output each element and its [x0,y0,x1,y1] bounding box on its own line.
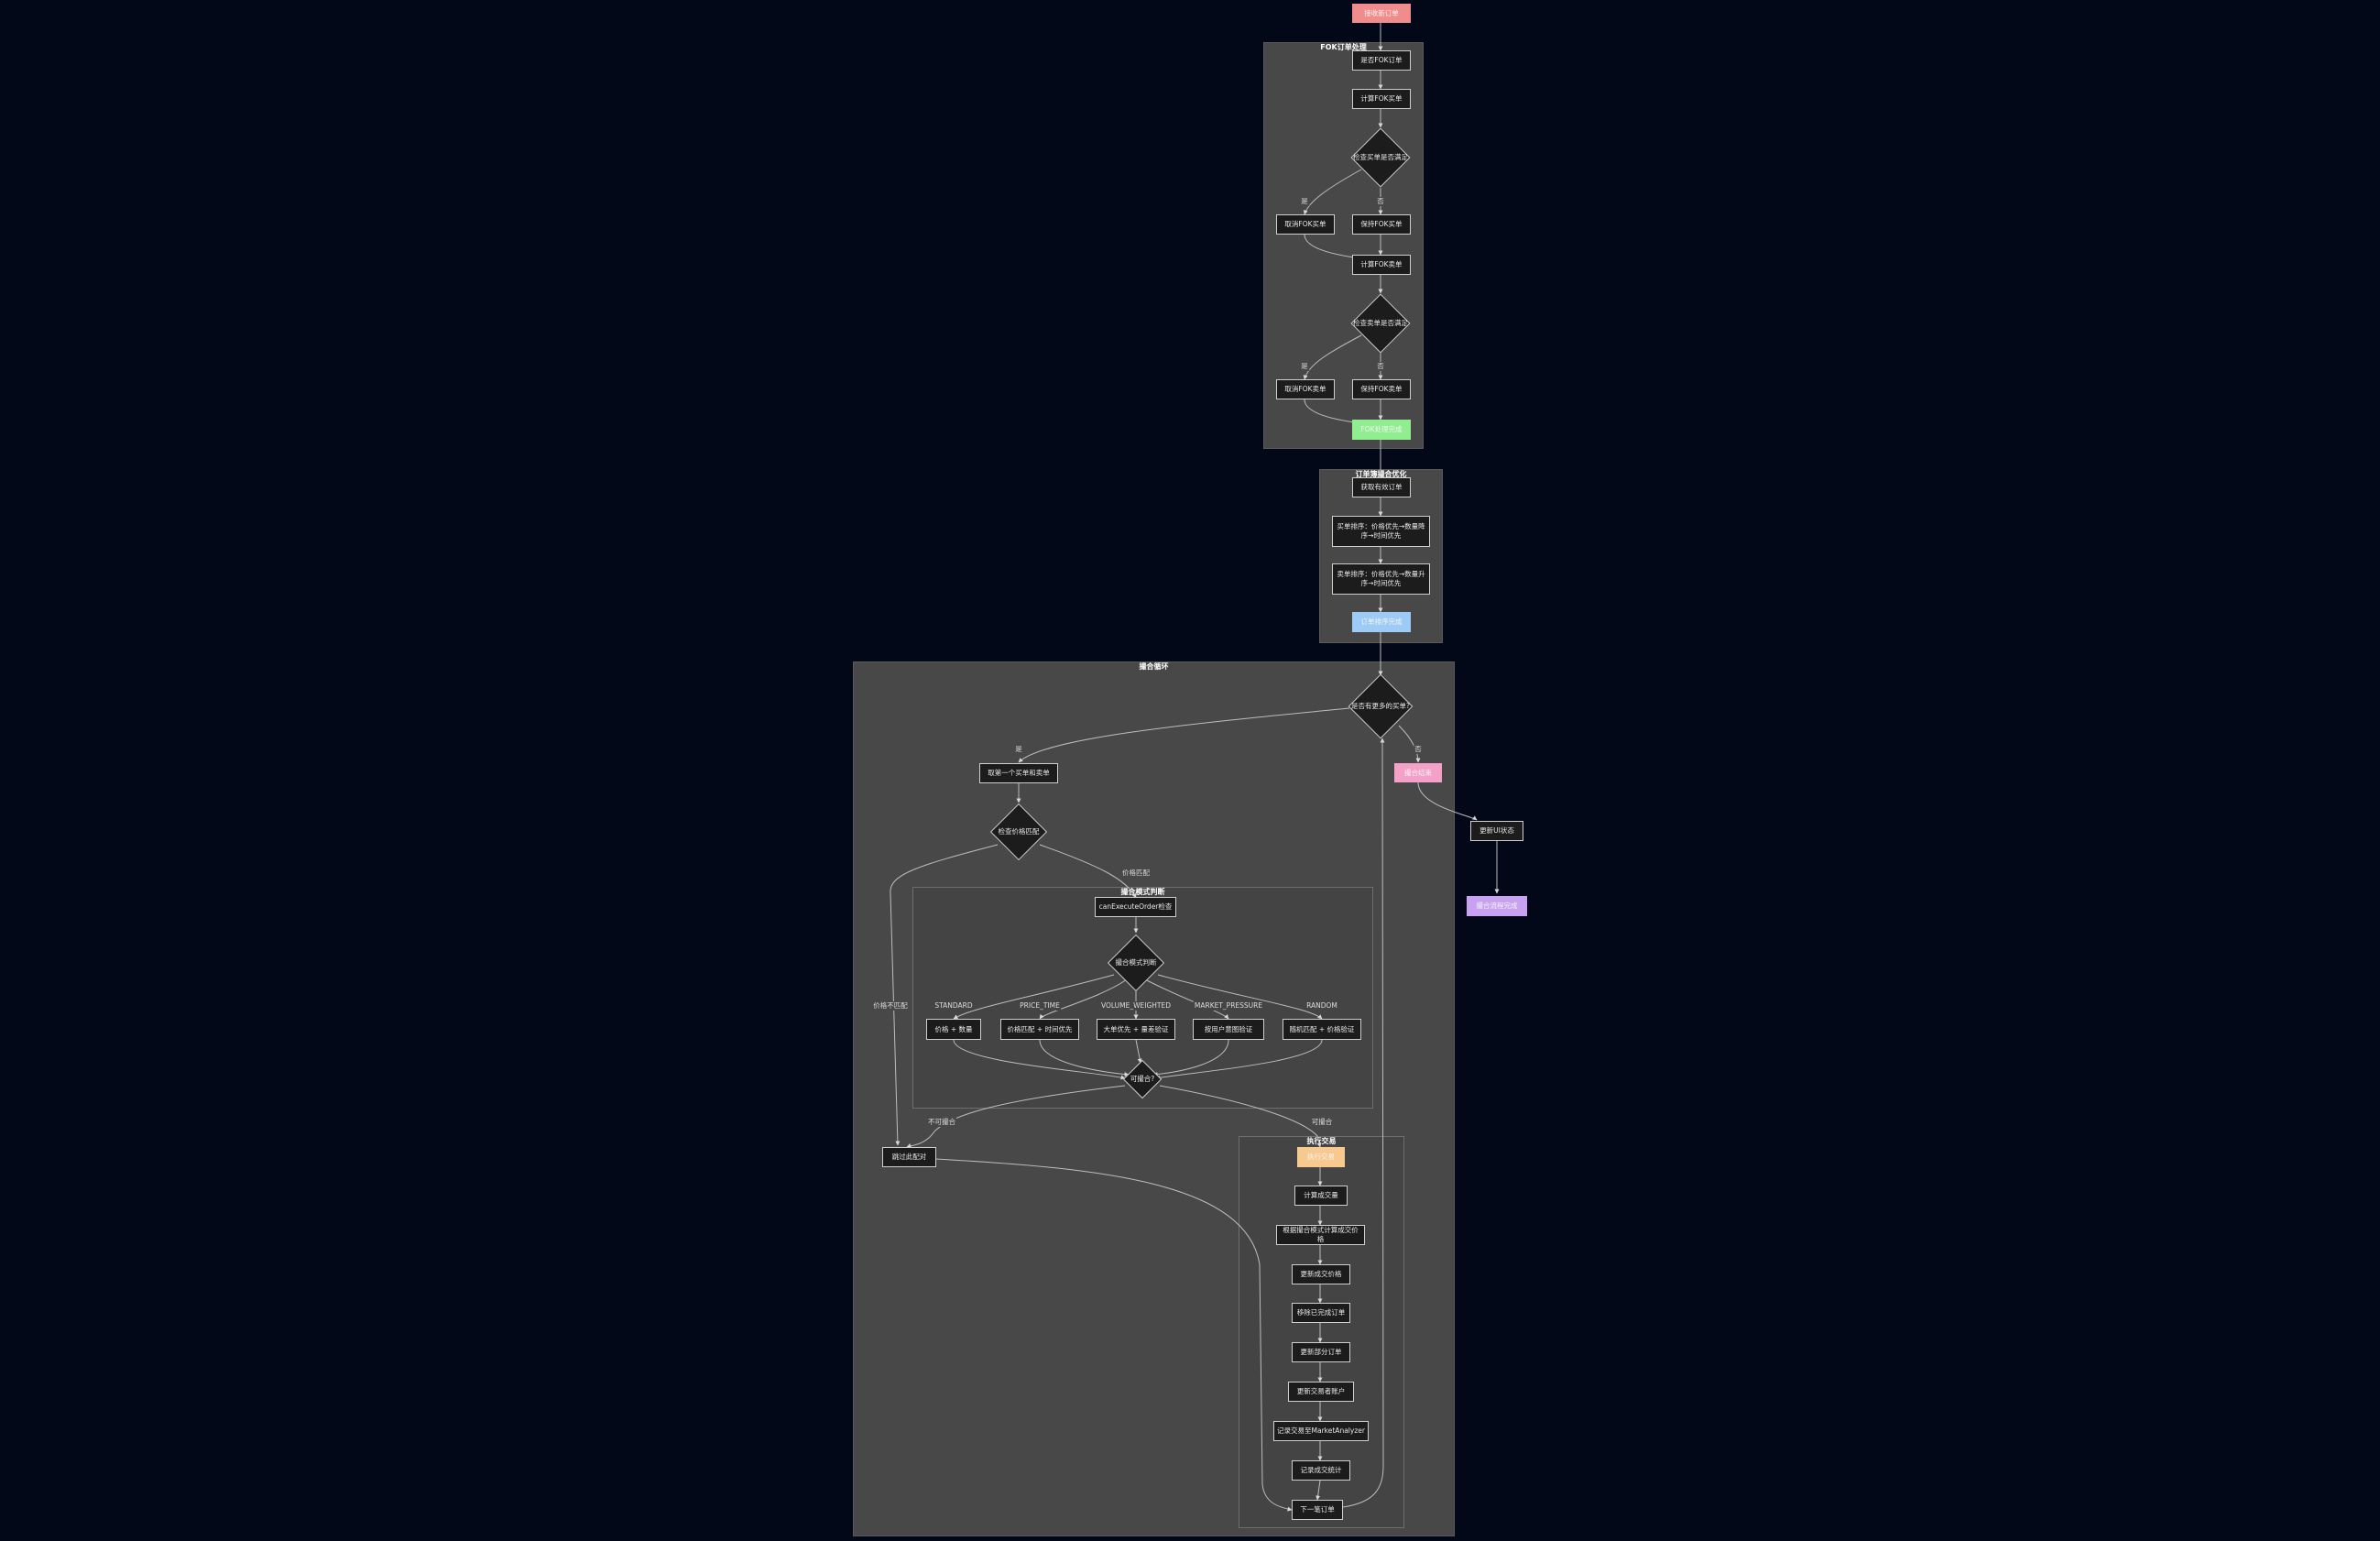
edge-label-fok-yes1: 是 [1300,197,1309,206]
can-match-diamond: 可撮合? [1119,1058,1165,1100]
edge-label-cannot-match: 不可撮合 [927,1118,956,1127]
can-exec-node: canExecuteOrder检查 [1095,897,1176,917]
update-book-node: 更新成交价格 [1292,1264,1350,1284]
start-node: 接收新订单 [1352,4,1411,23]
price-check-diamond: 检查价格匹配 [986,803,1052,861]
fok-keep2-node: 保持FOK卖单 [1352,379,1411,399]
get-orders-node: 获取有效订单 [1352,477,1411,497]
next-order-node: 下一笔订单 [1292,1500,1343,1520]
cluster-mode-title: 撮合模式判断 [1120,888,1165,896]
edge-label-fok-no1: 否 [1376,197,1385,206]
end-node: 撮合流程完成 [1467,896,1527,916]
take-buy-node: 取第一个买单和卖单 [979,763,1058,783]
edge-label-price-no: 价格不匹配 [872,1001,909,1011]
edge-label-mode-price-time: PRICE_TIME [1019,1001,1061,1011]
loop-cond-diamond: 是否有更多的买单? [1343,672,1418,740]
cluster-fok-title: FOK订单处理 [1320,43,1367,51]
fok-keep1-node: 保持FOK买单 [1352,214,1411,235]
update-state-node: 更新UI状态 [1470,821,1523,841]
calc-price-node: 根据撮合模式计算成交价格 [1276,1225,1365,1245]
fok-cancel2-node: 取消FOK卖单 [1276,379,1335,399]
loop-cond-text: 是否有更多的买单? [1351,702,1410,710]
edge-label-mode-market: MARKET_PRESSURE [1193,1001,1264,1011]
edge-label-fok-yes2: 是 [1300,362,1309,371]
fok-cond1-text: 检查买单是否满足 [1353,153,1408,161]
sort-buy-node: 买单排序：价格优先→数量降序→时间优先 [1332,516,1430,547]
mode-price-time-node: 价格匹配 + 时间优先 [1000,1019,1079,1040]
edge-label-can-match: 可撮合 [1310,1118,1334,1127]
match-end-node: 撮合结束 [1394,763,1442,782]
fok-cond2-text: 检查卖单是否满足 [1353,319,1408,327]
price-check-text: 检查价格匹配 [998,827,1040,836]
edge-label-mode-volume: VOLUME_WEIGHTED [1099,1001,1173,1011]
edge-label-mode-standard: STANDARD [933,1001,974,1011]
mode-standard-node: 价格 + 数量 [926,1019,981,1040]
record-stats-node: 记录成交统计 [1292,1460,1350,1481]
fok-cond1-diamond: 检查买单是否满足 [1347,127,1414,188]
mode-random-node: 随机匹配 + 价格验证 [1283,1019,1361,1040]
fok-cancel1-node: 取消FOK买单 [1276,214,1335,235]
edge-label-loop-no: 否 [1414,745,1423,754]
mode-market-node: 按用户意图验证 [1193,1019,1264,1040]
update-account-node: 更新交易者账户 [1288,1382,1354,1402]
cluster-execute-title: 执行交易 [1306,1137,1337,1145]
mode-select-diamond: 撮合模式判断 [1103,933,1169,993]
can-match-text: 可撮合? [1130,1075,1155,1083]
edge-label-mode-random: RANDOM [1305,1001,1338,1011]
remove-orders-node: 移除已完成订单 [1292,1303,1350,1323]
fok-check-node: 是否FOK订单 [1352,50,1411,71]
fok-done-node: FOK处理完成 [1352,420,1411,440]
sort-done-node: 订单排序完成 [1352,612,1411,632]
fok-cond2-diamond: 检查卖单是否满足 [1347,293,1414,354]
cluster-matching-title: 撮合循环 [1139,662,1169,671]
mode-select-text: 撮合模式判断 [1115,958,1157,967]
skip-node: 跳过此配对 [882,1147,936,1167]
sort-sell-node: 卖单排序：价格优先→数量升序→时间优先 [1332,563,1430,595]
mode-volume-node: 大单优先 + 量差验证 [1097,1019,1175,1040]
exec-start-node: 执行交易 [1297,1147,1345,1167]
edge-label-fok-no2: 否 [1376,362,1385,371]
edge-label-price-yes: 价格匹配 [1121,869,1151,878]
fok-calc-buy-node: 计算FOK买单 [1352,89,1411,109]
calc-qty-node: 计算成交量 [1294,1186,1348,1206]
record-trade-node: 记录交易至MarketAnalyzer [1273,1421,1369,1441]
edge-label-loop-yes: 是 [1014,745,1023,754]
update-partial-node: 更新部分订单 [1292,1342,1350,1362]
fok-calc-sell-node: 计算FOK卖单 [1352,255,1411,275]
